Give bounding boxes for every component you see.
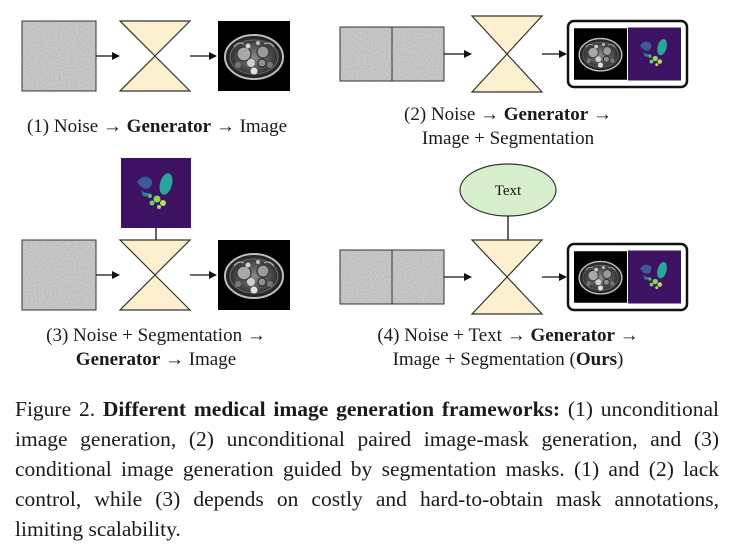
figure-caption: Figure 2. Different medical image genera…	[15, 394, 719, 544]
noise-image	[392, 250, 444, 304]
panel-1-label: (1) Noise → Generator → Image	[26, 116, 288, 137]
generator-shape	[470, 239, 544, 315]
panel-3-label: (3) Noise + Segmentation → Generator → I…	[46, 325, 266, 370]
panel-4-diagram: Text	[339, 163, 689, 315]
mask-image	[628, 250, 681, 304]
ct-image	[218, 21, 290, 91]
panel-2-label: (2) Noise → Generator → Image + Segmenta…	[404, 104, 612, 149]
ct-image	[574, 250, 627, 304]
ct-image	[218, 240, 290, 310]
generator-shape	[470, 15, 544, 93]
ct-image	[574, 27, 627, 81]
panel-3-diagram	[21, 158, 290, 311]
noise-image	[340, 27, 392, 81]
panel-4-label: (4) Noise + Text → Generator → Image + S…	[377, 325, 639, 370]
noise-image	[340, 250, 392, 304]
caption-body: (1) unconditional image generation, (2) …	[15, 397, 719, 541]
generator-shape	[118, 239, 192, 311]
noise-image	[22, 240, 96, 310]
panel-1-diagram	[21, 20, 290, 92]
panel-2-diagram	[339, 15, 689, 93]
mask-image	[121, 158, 191, 228]
framework-diagram: Text	[21, 15, 689, 315]
noise-image	[392, 27, 444, 81]
caption-label: Figure 2.	[15, 397, 96, 421]
noise-image	[22, 21, 96, 91]
generator-shape	[118, 20, 192, 92]
text-node-label: Text	[495, 183, 522, 199]
mask-image	[628, 27, 681, 81]
caption-title: Different medical image generation frame…	[102, 397, 561, 421]
